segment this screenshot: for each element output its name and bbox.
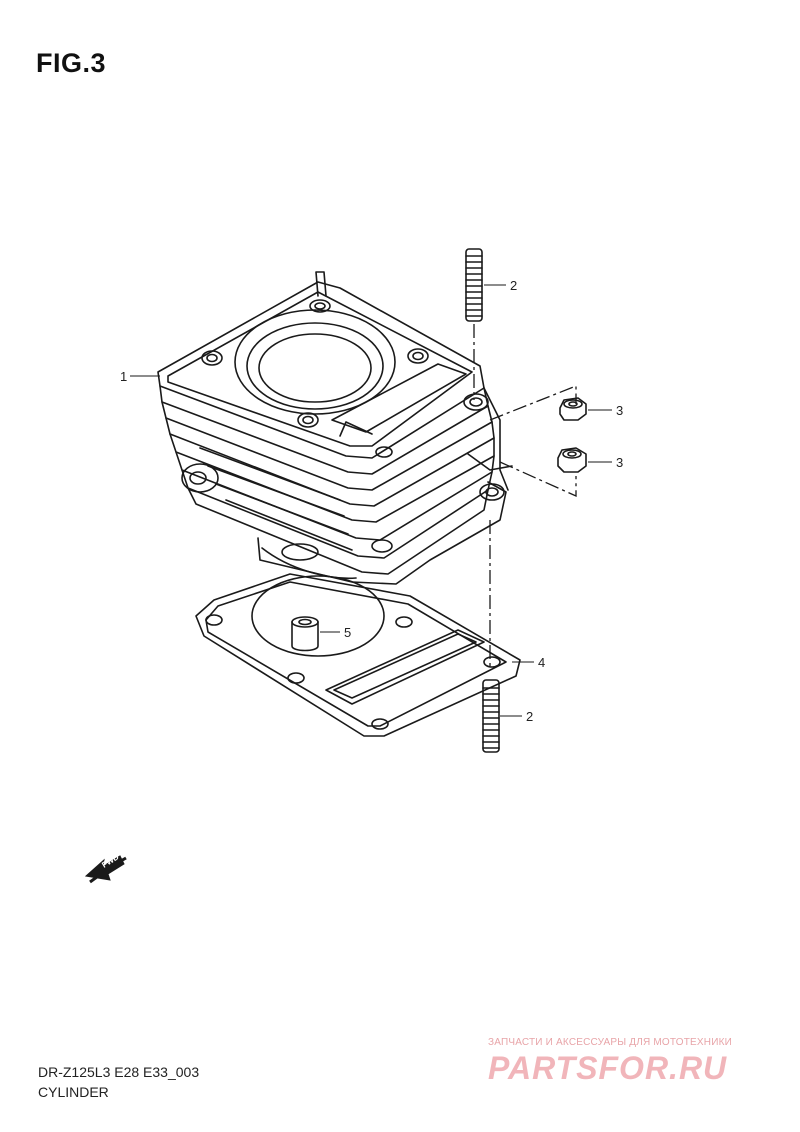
stud-bolt-top [465, 248, 483, 322]
nut-upper [559, 397, 587, 421]
watermark-brand: PARTSFOR.RU [488, 1050, 728, 1086]
stud-bolt-bottom [482, 679, 500, 753]
watermark-tagline: ЗАПЧАСТИ И АКСЕССУАРЫ ДЛЯ МОТОТЕХНИКИ [488, 1037, 733, 1048]
dowel-pin [291, 616, 319, 652]
callout-stud-bottom: 2 [526, 709, 533, 724]
model-code: DR-Z125L3 E28 E33_003 [38, 1064, 200, 1080]
fwd-arrow-icon: FWD [84, 852, 127, 884]
callout-gasket: 4 [538, 655, 545, 670]
base-gasket [195, 573, 521, 737]
nut-lower [557, 447, 587, 473]
cylinder-part [157, 271, 513, 585]
callout-cylinder: 1 [120, 369, 127, 384]
assembly-lines [473, 324, 577, 670]
part-name: CYLINDER [38, 1084, 109, 1100]
callout-nut-upper: 3 [616, 403, 623, 418]
callout-nut-lower: 3 [616, 455, 623, 470]
callout-dowel-pin: 5 [344, 625, 351, 640]
figure-title: FIG.3 [36, 48, 107, 78]
watermark: ЗАПЧАСТИ И АКСЕССУАРЫ ДЛЯ МОТОТЕХНИКИ PA… [488, 1037, 788, 1087]
callout-stud-top: 2 [510, 278, 517, 293]
leader-lines [130, 284, 612, 717]
